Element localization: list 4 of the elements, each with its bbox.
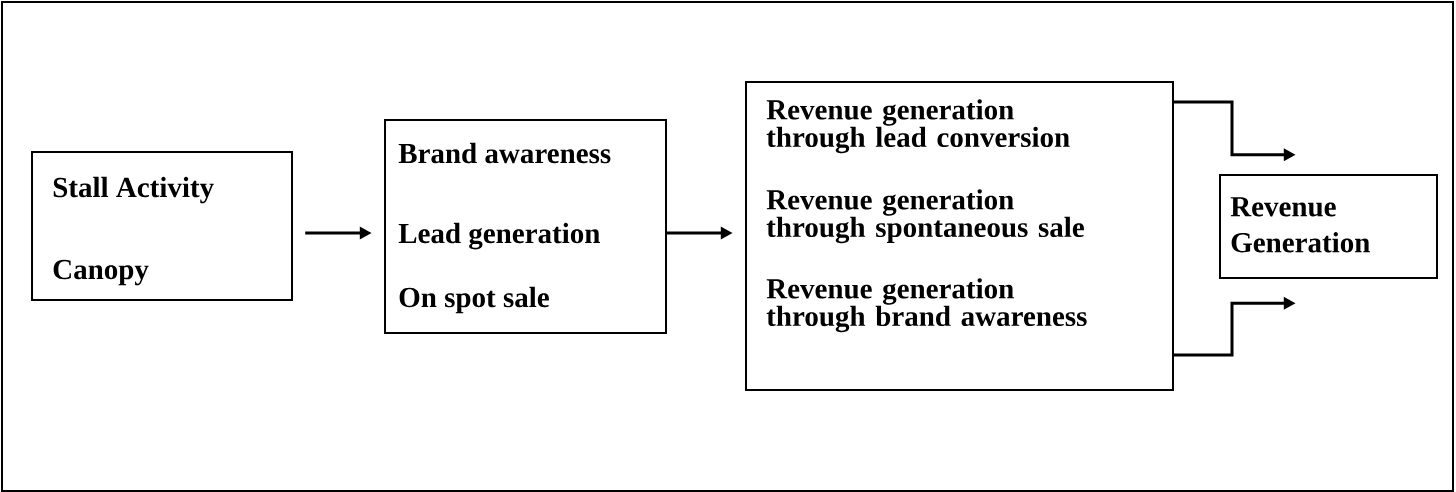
process-box: Revenue generation through lead conversion Revenue generation through spontaneous sale Revenue generation through brand awareness bbox=[745, 81, 1174, 391]
process-box: Revenue Generation bbox=[1219, 174, 1438, 279]
process-box: Stall Activity Canopy bbox=[31, 151, 293, 301]
process-box: Brand awareness Lead generation On spot sale bbox=[384, 119, 667, 334]
